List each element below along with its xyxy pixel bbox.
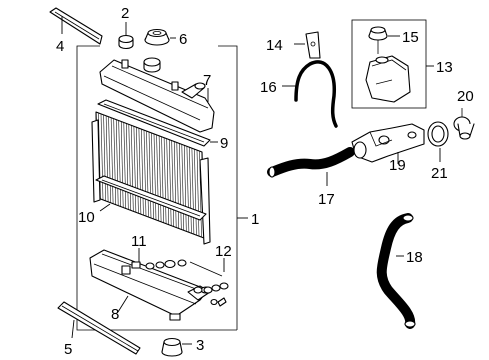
core-fin — [100, 113, 104, 200]
oil-cooler-fittings — [189, 261, 229, 307]
core-fin — [120, 121, 124, 208]
upper-tank-gasket — [97, 99, 211, 147]
core-fin — [103, 114, 106, 201]
core-fin — [179, 143, 182, 230]
lower-mount-cushion — [161, 337, 183, 357]
callout-9: 9 — [220, 135, 228, 152]
core-fin — [113, 118, 116, 205]
thermostat-gasket — [427, 121, 449, 147]
core-fin — [115, 119, 119, 206]
core-fin — [118, 120, 121, 207]
core-fin — [141, 129, 144, 216]
callout-17: 17 — [318, 191, 335, 208]
callout-4: 4 — [56, 38, 64, 55]
core-fin — [194, 149, 197, 236]
lower-seal-strip — [57, 301, 141, 355]
core-fin — [186, 146, 190, 233]
drain-cock-plug — [118, 34, 134, 50]
callout-15: 15 — [402, 29, 419, 46]
core-fin — [166, 138, 169, 225]
callout-14: 14 — [266, 37, 283, 54]
core-fin — [168, 139, 172, 226]
core-fin — [158, 135, 162, 222]
callout-2: 2 — [121, 5, 129, 22]
thermostat — [453, 108, 475, 140]
core-fin — [136, 127, 139, 214]
callout-19: 19 — [389, 157, 406, 174]
reservoir-tank — [365, 55, 411, 103]
core-fin — [105, 115, 109, 202]
callout-11: 11 — [131, 233, 147, 250]
core-fin — [138, 128, 142, 215]
callout-labels: 1 2 3 4 5 6 7 8 9 10 11 12 13 14 15 16 1… — [56, 5, 474, 358]
core-fin — [189, 147, 192, 234]
core-fin — [181, 144, 185, 231]
callout-6: 6 — [179, 31, 187, 48]
callout-7: 7 — [203, 72, 211, 89]
core-fin — [156, 134, 159, 221]
callout-10: 10 — [78, 209, 95, 226]
water-outlet — [351, 123, 425, 163]
core-fin — [123, 122, 127, 209]
overflow-hose — [294, 60, 338, 128]
drain-plug-assembly — [131, 259, 187, 270]
core-fin — [146, 130, 149, 218]
callout-1: 1 — [251, 211, 259, 228]
core-fin — [161, 136, 164, 223]
callout-5: 5 — [64, 341, 72, 358]
core-fin — [153, 133, 157, 220]
upper-tank — [99, 57, 215, 133]
core-fin — [163, 137, 167, 224]
upper-radiator-hose — [267, 147, 355, 178]
core-fin — [128, 124, 132, 211]
core-fin — [148, 131, 152, 219]
radiator-cap — [144, 28, 170, 46]
lower-tank — [89, 249, 212, 321]
callout-8: 8 — [111, 306, 119, 323]
callout-20: 20 — [457, 88, 474, 105]
core-fin — [110, 117, 114, 204]
core-fin — [184, 145, 187, 232]
core-fin — [196, 150, 200, 237]
core-fin — [126, 123, 129, 210]
core-fin — [143, 130, 147, 217]
radiator-group-frame — [76, 45, 248, 331]
core-fin — [173, 141, 177, 228]
callout-12: 12 — [215, 243, 232, 260]
lower-tank-gasket — [95, 175, 207, 221]
callout-21: 21 — [431, 165, 448, 182]
reservoir-cap — [368, 26, 388, 54]
callout-3: 3 — [196, 337, 204, 354]
core-fin — [131, 125, 134, 212]
callout-18: 18 — [406, 249, 423, 266]
reservoir-bracket — [305, 31, 321, 59]
core-fin — [133, 126, 137, 213]
callout-13: 13 — [436, 59, 453, 76]
core-fin — [171, 140, 174, 227]
core-fin — [108, 116, 111, 203]
lower-radiator-hose — [376, 213, 416, 329]
core-fin — [191, 148, 195, 235]
core-fin — [176, 142, 180, 229]
reservoir-box — [351, 19, 434, 109]
core-fin — [151, 132, 154, 220]
callout-16: 16 — [260, 79, 277, 96]
